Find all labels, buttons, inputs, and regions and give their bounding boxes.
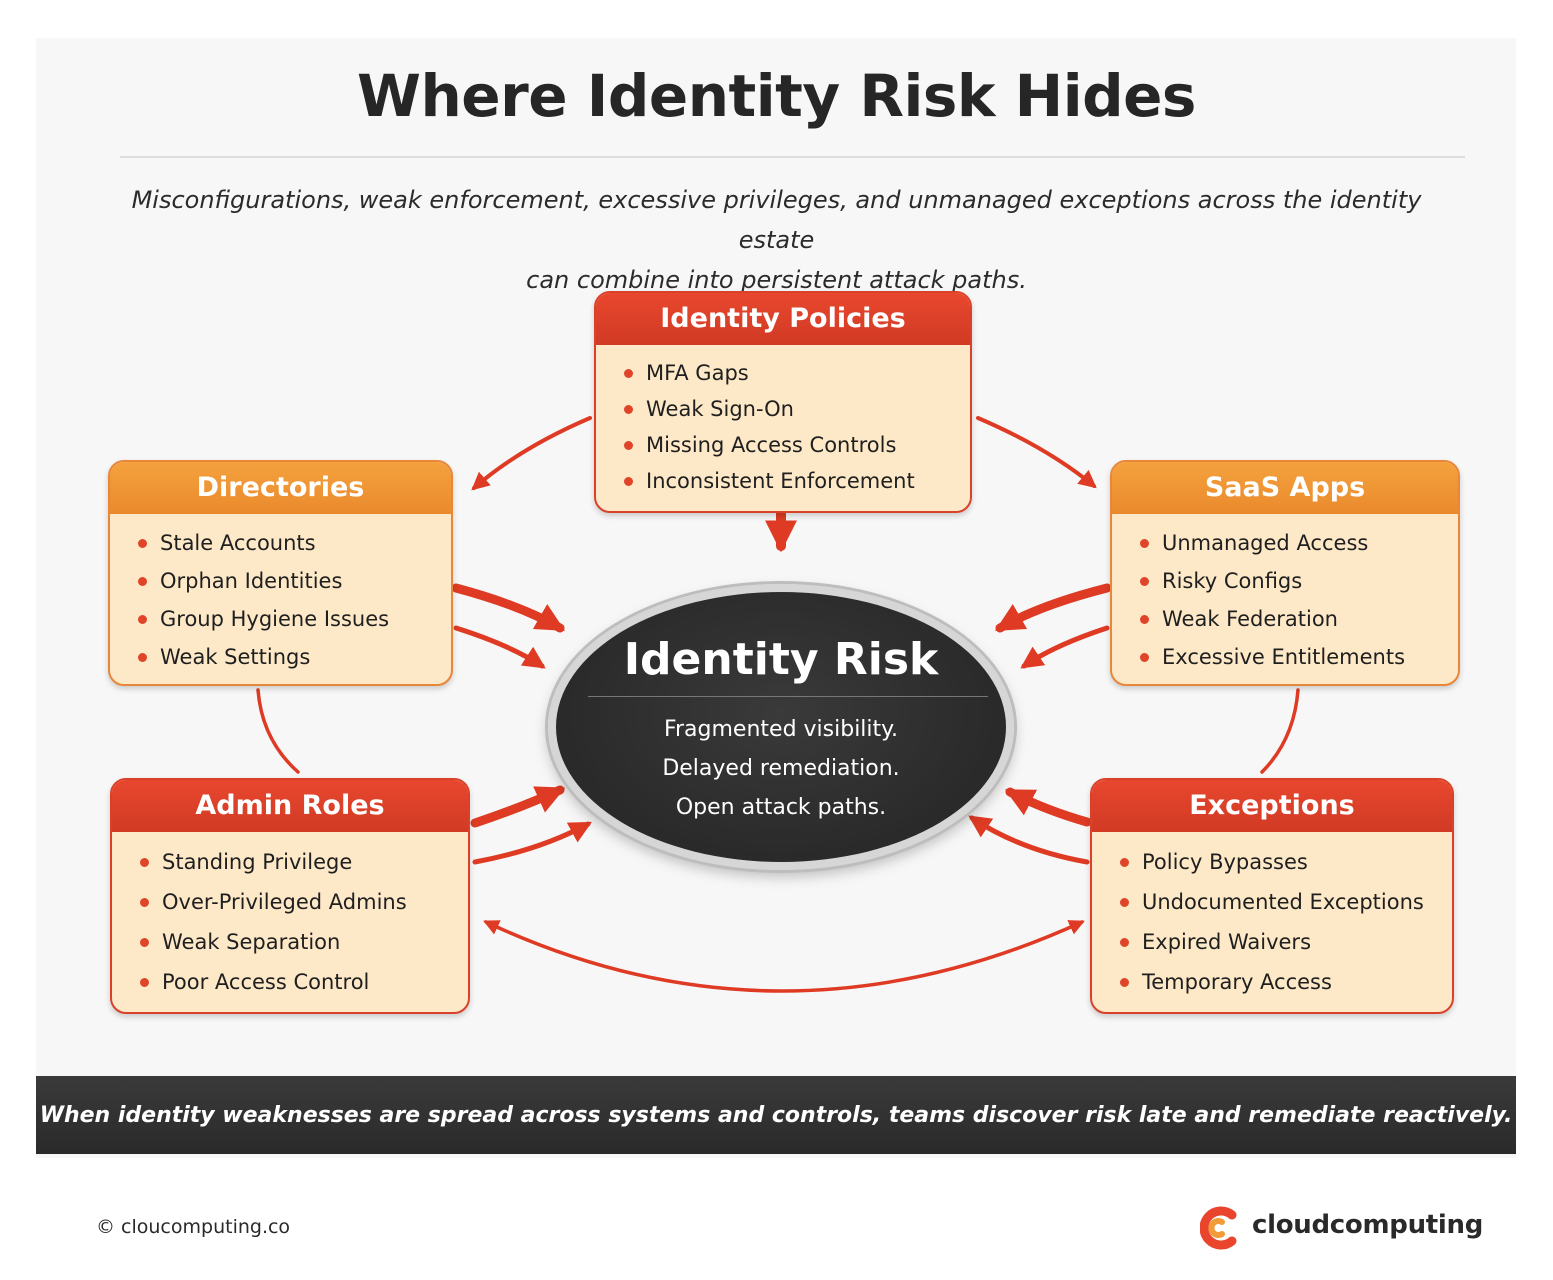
list-item: Poor Access Control — [140, 962, 468, 1002]
bullet-icon — [624, 369, 633, 378]
title-divider — [120, 156, 1465, 158]
arrow-admin-to-core-2 — [472, 821, 592, 865]
list-item: Weak Separation — [140, 922, 468, 962]
list-item: Stale Accounts — [138, 524, 451, 562]
list-item: Standing Privilege — [140, 842, 468, 882]
list-item: Orphan Identities — [138, 562, 451, 600]
core-lines: Fragmented visibility. Delayed remediati… — [556, 710, 1006, 827]
bullet-icon — [140, 938, 149, 947]
list-item: Weak Settings — [138, 638, 451, 676]
bullet-icon — [1140, 577, 1149, 586]
arrow-saas-to-core-1 — [995, 583, 1112, 633]
box-list: Standing Privilege Over-Privileged Admin… — [112, 832, 468, 1002]
bullet-icon — [1120, 978, 1129, 987]
box-identity-policies: Identity Policies MFA Gaps Weak Sign-On … — [594, 291, 972, 513]
box-header: Exceptions — [1092, 780, 1452, 832]
list-item: Unmanaged Access — [1140, 524, 1458, 562]
list-item: Inconsistent Enforcement — [624, 463, 970, 499]
list-item: Weak Sign-On — [624, 391, 970, 427]
box-saas-apps: SaaS Apps Unmanaged Access Risky Configs… — [1110, 460, 1460, 686]
box-header: Admin Roles — [112, 780, 468, 832]
bullet-icon — [138, 653, 147, 662]
bullet-icon — [1140, 539, 1149, 548]
core-line: Delayed remediation. — [662, 756, 900, 781]
list-item: Expired Waivers — [1120, 922, 1452, 962]
list-item: Over-Privileged Admins — [140, 882, 468, 922]
bullet-icon — [138, 539, 147, 548]
list-item: Temporary Access — [1120, 962, 1452, 1002]
core-line: Open attack paths. — [675, 795, 887, 820]
box-list: Unmanaged Access Risky Configs Weak Fede… — [1112, 514, 1458, 676]
bullet-icon — [140, 898, 149, 907]
list-item: Policy Bypasses — [1120, 842, 1452, 882]
list-item: Weak Federation — [1140, 600, 1458, 638]
bullet-icon — [138, 577, 147, 586]
subtitle-line-1: Misconfigurations, weak enforcement, exc… — [131, 186, 1422, 254]
connector-saas-exceptions — [1260, 688, 1300, 774]
copyright-text: © cloucomputing.co — [96, 1216, 291, 1238]
subtitle-line-2: can combine into persistent attack paths… — [526, 266, 1027, 294]
list-item: Group Hygiene Issues — [138, 600, 451, 638]
list-item: MFA Gaps — [624, 355, 970, 391]
core-divider — [588, 696, 988, 697]
arrow-directories-to-core-1 — [451, 583, 565, 633]
arrow-saas-to-core-2 — [1020, 625, 1110, 669]
bullet-icon — [624, 441, 633, 450]
page-title: Where Identity Risk Hides — [357, 62, 1196, 130]
box-list: Policy Bypasses Undocumented Exceptions … — [1092, 832, 1452, 1002]
box-header: Directories — [110, 462, 451, 514]
arrow-admin-exceptions — [483, 920, 1085, 993]
bullet-icon — [624, 405, 633, 414]
arrow-policies-to-directories — [471, 416, 592, 491]
bullet-icon — [138, 615, 147, 624]
list-item: Risky Configs — [1140, 562, 1458, 600]
arrow-policies-to-saas — [976, 416, 1097, 489]
connector-directories-admin — [256, 688, 300, 774]
bullet-icon — [140, 978, 149, 987]
cloudcomputing-logo-icon — [1200, 1206, 1237, 1250]
arrow-exceptions-to-core-2 — [968, 815, 1090, 865]
identity-risk-core: Identity Risk Fragmented visibility. Del… — [548, 584, 1014, 870]
list-item: Excessive Entitlements — [1140, 638, 1458, 676]
bullet-icon — [1120, 898, 1129, 907]
bottom-banner: When identity weaknesses are spread acro… — [36, 1076, 1516, 1154]
box-directories: Directories Stale Accounts Orphan Identi… — [108, 460, 453, 686]
bullet-icon — [1140, 653, 1149, 662]
bullet-icon — [1120, 858, 1129, 867]
bullet-icon — [1140, 615, 1149, 624]
list-item: Missing Access Controls — [624, 427, 970, 463]
box-list: Stale Accounts Orphan Identities Group H… — [110, 514, 451, 676]
box-exceptions: Exceptions Policy Bypasses Undocumented … — [1090, 778, 1454, 1014]
core-line: Fragmented visibility. — [663, 717, 899, 742]
box-list: MFA Gaps Weak Sign-On Missing Access Con… — [596, 345, 970, 499]
arrow-exceptions-to-core-1 — [1004, 787, 1092, 827]
box-header: SaaS Apps — [1112, 462, 1458, 514]
bullet-icon — [1120, 938, 1129, 947]
core-title: Identity Risk — [623, 634, 939, 685]
bullet-icon — [624, 477, 633, 486]
bullet-icon — [140, 858, 149, 867]
subtitle: Misconfigurations, weak enforcement, exc… — [100, 180, 1453, 300]
arrow-admin-to-core-1 — [470, 785, 566, 828]
brand-name: cloudcomputing — [1252, 1210, 1484, 1240]
arrow-directories-to-core-2 — [453, 625, 546, 669]
list-item: Undocumented Exceptions — [1120, 882, 1452, 922]
box-header: Identity Policies — [596, 293, 970, 345]
box-admin-roles: Admin Roles Standing Privilege Over-Priv… — [110, 778, 470, 1014]
